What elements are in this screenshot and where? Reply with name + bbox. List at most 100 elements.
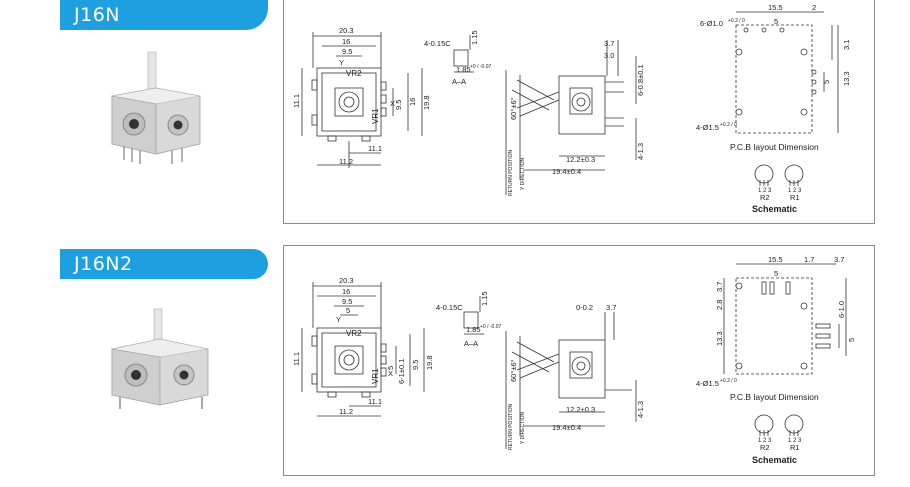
sch-r1: R1 (790, 443, 800, 452)
dim-chamfer: 4-0.15C (436, 303, 463, 312)
pcb-mount-tol: +0.2 / 0 (720, 122, 737, 128)
product-photo-j16n2 (111, 308, 209, 409)
dim-width-3: 9.5 (342, 47, 352, 56)
dim-t2: 1.85 (456, 65, 471, 74)
dim-profile-d: 12.2±0.3 (566, 405, 595, 414)
axis-y-label: Y (336, 315, 341, 324)
pcb-mount: 4-Ø1.5 (696, 379, 719, 388)
pcb-holes: 6-Ø1.0 (700, 19, 723, 28)
pcb-layout (723, 263, 847, 375)
label-vr1: VR1 (371, 108, 380, 124)
axis-y-label: Y (339, 58, 344, 67)
sch-pins-r1: 1 2 3 (788, 438, 802, 444)
pcb-dim-r1: 3.1 (842, 40, 851, 50)
technical-drawing-j16n2: 20.3 16 9.5 5 Y VR2 VR1 X 11.1 5 6-1±0.1… (292, 255, 856, 465)
dim-height-1: 9.5 (411, 360, 420, 370)
sch-r2: R2 (760, 443, 770, 452)
label-vr2: VR2 (346, 329, 362, 338)
return-position-label: RETURN POSITION (508, 403, 514, 450)
side-section (463, 296, 484, 335)
return-position-label: RETURN POSITION (508, 149, 514, 196)
dim-bottom-2: 11.2 (339, 407, 353, 416)
dim-t2: 1.85 (466, 325, 481, 334)
dim-height-3: 19.8 (422, 95, 431, 110)
label-vr1: VR1 (371, 368, 380, 384)
dim-height-2: 6-1±0.1 (397, 359, 406, 384)
section-label: A–A (452, 77, 466, 86)
pcb-width: 15.5 (768, 3, 783, 12)
dim-profile-e: 19.4±0.4 (552, 167, 581, 176)
front-view (301, 32, 423, 168)
label-vr2: VR2 (346, 69, 362, 78)
pcb-title: P.C.B layout Dimension (730, 392, 819, 402)
dim-width: 20.3 (339, 276, 354, 285)
profile-view (505, 312, 637, 449)
dim-bottom-2: 11.2 (339, 157, 353, 166)
pcb-holes-tol: +0.2 / 0 (728, 18, 745, 24)
dim-width-2: 16 (342, 287, 350, 296)
pcb-dim-r3: 13.3 (715, 331, 724, 346)
dim-angle: 60°±6° (509, 97, 518, 120)
pcb-width-2: 2 (812, 3, 816, 12)
dim-width-4: 5 (346, 306, 350, 315)
product-photo-j16n (111, 51, 201, 164)
y-direction-label: Y DIRECTION (520, 411, 526, 444)
dim-left: 11.1 (292, 94, 301, 108)
technical-drawing-j16n: 20.3 16 9.5 Y VR2 VR1 X 11.1 9.5 16 19.8… (292, 3, 851, 214)
schematic (754, 164, 804, 186)
pcb-width-2: 1.7 (804, 255, 814, 264)
dim-left: 11.1 (292, 352, 301, 366)
schematic-title: Schematic (752, 455, 797, 465)
pcb-mount: 4-Ø1.5 (696, 123, 719, 132)
dim-height-3: 19.8 (425, 355, 434, 370)
y-direction-label: Y DIRECTION (520, 157, 526, 190)
schematic (754, 414, 804, 436)
axis-x-label: X (390, 99, 395, 108)
drawing-panel-j16n2: 20.3 16 9.5 5 Y VR2 VR1 X 11.1 5 6-1±0.1… (283, 245, 875, 476)
dim-height-4: 5 (386, 366, 395, 370)
sch-r2: R2 (760, 193, 770, 202)
dim-profile-c: 6-0.8±0.1 (636, 64, 645, 96)
dim-profile-f: 4-1.3 (636, 401, 645, 418)
pcb-five: 5 (774, 17, 778, 26)
pcb-dim-r2: 5 (822, 80, 831, 84)
dim-height-2: 16 (408, 98, 417, 106)
dim-profile-d: 12.2±0.3 (566, 155, 595, 164)
dim-profile-a: 3.7 (604, 39, 614, 48)
front-view (301, 282, 425, 417)
dim-t1: 1.15 (470, 30, 479, 45)
pcb-width: 15.5 (768, 255, 783, 264)
dim-profile-b: 3.0 (604, 51, 614, 60)
pcb-mount-tol: +0.2 / 0 (720, 378, 737, 384)
drawing-panel-j16n: 20.3 16 9.5 Y VR2 VR1 X 11.1 9.5 16 19.8… (283, 0, 875, 224)
dim-bottom-1: 11.1 (368, 144, 382, 153)
sch-pins-r2: 1 2 3 (758, 438, 772, 444)
product-tab-j16n[interactable]: J16N (60, 0, 268, 30)
dim-profile-e: 19.4±0.4 (552, 423, 581, 432)
pcb-layout (735, 11, 839, 134)
product-tab-j16n2[interactable]: J16N2 (60, 249, 268, 279)
side-section (453, 35, 474, 73)
pcb-dim-r00: 3.7 (715, 282, 724, 292)
dim-profile-b: 3.7 (606, 303, 616, 312)
pcb-five: 5 (774, 269, 778, 278)
dim-width: 20.3 (339, 26, 354, 35)
dim-t1: 1.15 (480, 291, 489, 306)
section-label: A–A (464, 339, 478, 348)
pcb-width-3: 3.7 (834, 255, 844, 264)
dim-t2-tol: +0 / -0.07 (480, 324, 501, 330)
dim-profile-a: 0-0.2 (576, 303, 593, 312)
pcb-dim-r3: 13.3 (842, 71, 851, 86)
dim-chamfer: 4-0.15C (424, 39, 451, 48)
schematic-title: Schematic (752, 204, 797, 214)
dim-width-3: 9.5 (342, 297, 352, 306)
dim-angle: 60°±6° (509, 359, 518, 382)
pcb-dim-r2: 5 (847, 338, 856, 342)
dim-bottom-1: 11.1 (368, 397, 382, 406)
pcb-title: P.C.B layout Dimension (730, 142, 819, 152)
dim-height-1: 9.5 (394, 100, 403, 110)
pcb-dim-r1: 6-1.0 (837, 301, 846, 318)
pcb-dim-r0: 2.8 (715, 300, 724, 310)
axis-x-label: X (388, 369, 393, 378)
sch-pins-r2: 1 2 3 (758, 188, 772, 194)
